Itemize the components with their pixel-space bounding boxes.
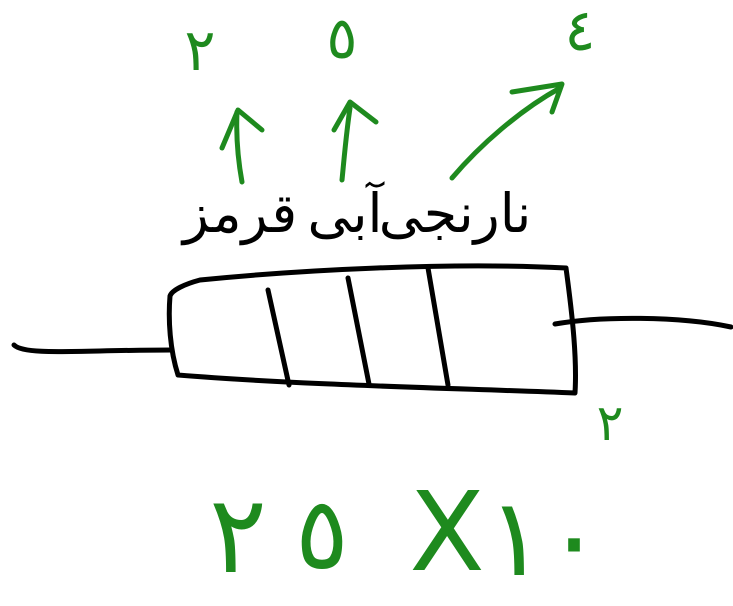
color-name-orange: نارنجی bbox=[379, 182, 531, 245]
band-blue bbox=[345, 275, 372, 387]
top-digit-blue: ٥ bbox=[326, 4, 357, 72]
arrow-orange-to-digit bbox=[449, 81, 565, 181]
formula-digit-second: ٥ bbox=[295, 475, 349, 592]
arrow-red-to-digit bbox=[219, 107, 265, 185]
band-red bbox=[265, 287, 292, 388]
formula-times-sign: X bbox=[409, 468, 484, 596]
exponent-digit: ٢ bbox=[597, 394, 624, 452]
resistor-left-lead bbox=[11, 342, 175, 355]
formula-digit-first: ٢ bbox=[209, 473, 267, 598]
color-name-red: قرمز bbox=[180, 182, 297, 245]
formula-base-ten: ١٠ bbox=[487, 476, 603, 601]
top-digit-red: ٢ bbox=[184, 16, 215, 84]
top-digit-orange: ٤ bbox=[564, 0, 595, 64]
resistor bbox=[11, 263, 733, 396]
arrow-blue-to-digit bbox=[331, 99, 379, 183]
band-orange bbox=[425, 265, 451, 388]
color-name-blue: آبی bbox=[307, 181, 384, 245]
resistor-body bbox=[166, 263, 579, 396]
resistor-right-lead bbox=[552, 315, 733, 330]
